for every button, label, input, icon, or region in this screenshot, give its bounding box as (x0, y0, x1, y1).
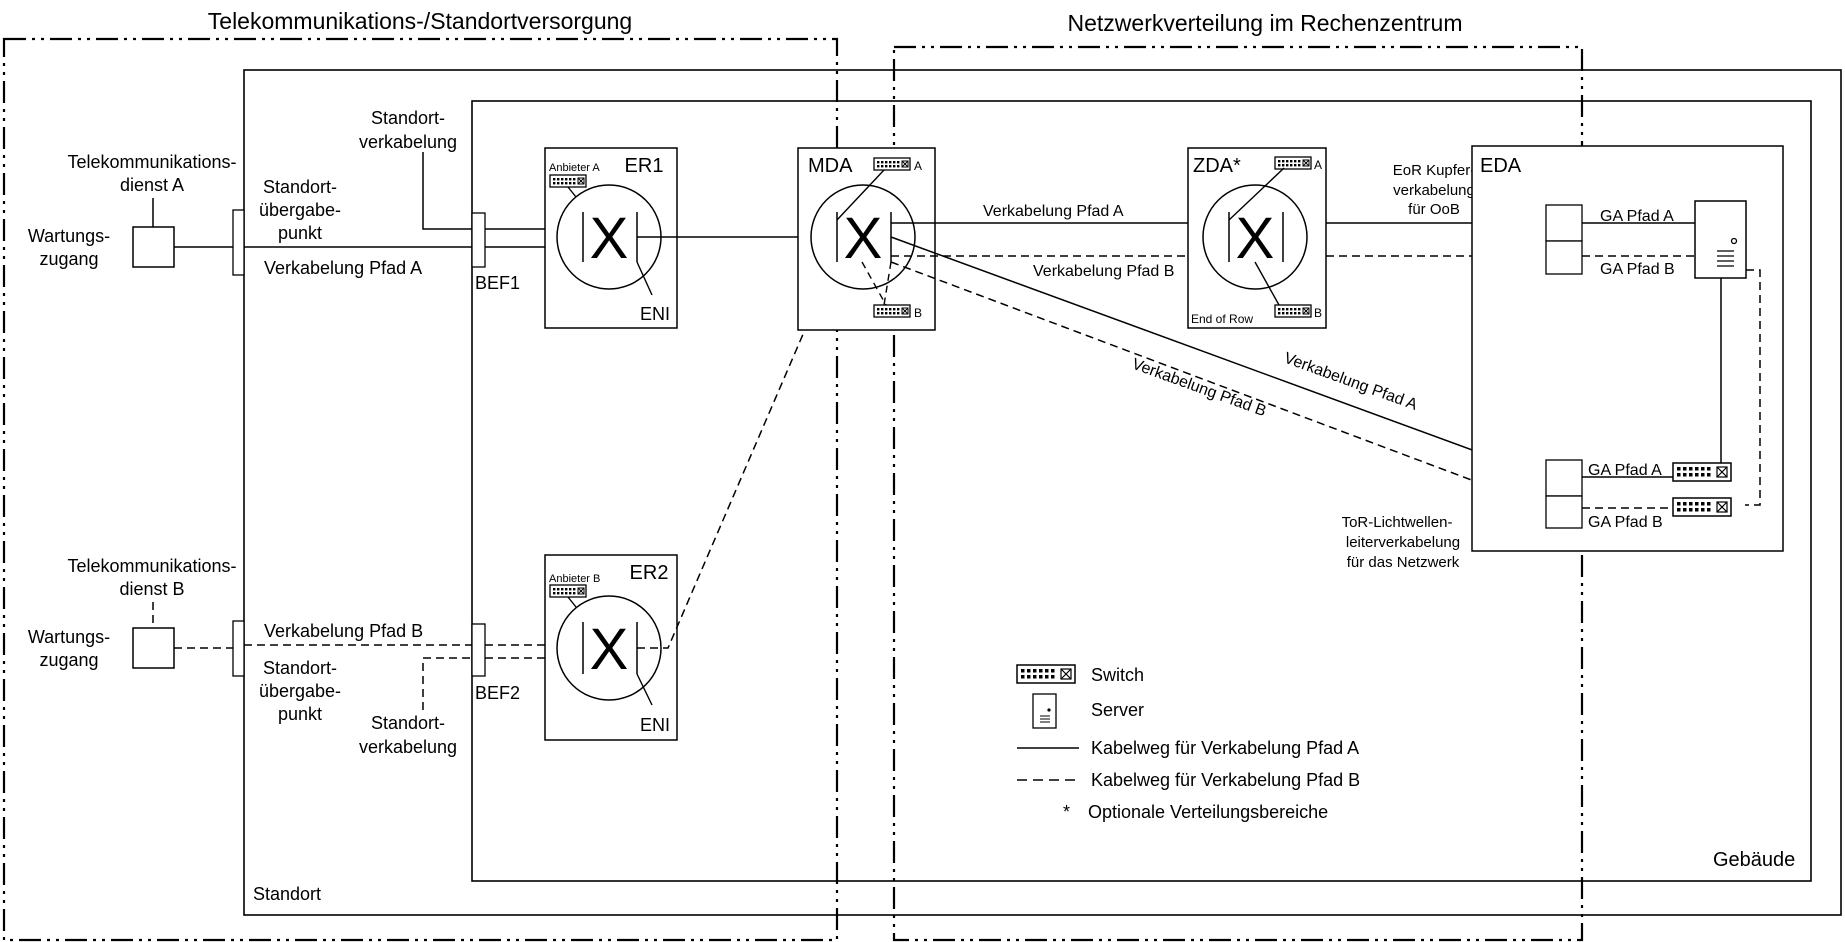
er1-box: ER1 Anbieter A X ENI (544, 147, 678, 329)
telco-b-label-2: dienst B (119, 579, 184, 599)
zda-switch-b-icon (1274, 304, 1312, 318)
standort-label: Standort (253, 884, 321, 904)
zda-box: ZDA* A B End of Row X (1187, 147, 1327, 329)
uebergabe-b-label-3: punkt (278, 704, 322, 724)
pfad-a-left-label: Verkabelung Pfad A (264, 258, 422, 278)
mda-switch-b-label: B (914, 306, 922, 320)
mda-box: MDA A B X (797, 147, 936, 331)
er1-title: ER1 (625, 155, 664, 177)
uebergabe-a-label-3: punkt (278, 223, 322, 243)
mda-crossconnect: X (844, 206, 883, 271)
tor-label-2: leiterverkabelung (1346, 534, 1460, 551)
uebergabe-a-label-1: Standort- (263, 177, 337, 197)
eda-title: EDA (1480, 155, 1522, 177)
er1-eni-label: ENI (640, 304, 670, 324)
standortverkabelung-a-label-1: Standort- (371, 108, 445, 128)
wartung-b-label-1: Wartungs- (28, 627, 110, 647)
eda-ga-b-bottom: GA Pfad B (1588, 514, 1663, 531)
er1-crossconnect: X (590, 206, 629, 271)
zda-footer: End of Row (1191, 312, 1253, 326)
uebergabe-a-connector (232, 209, 245, 276)
er1-switch-icon (549, 174, 587, 188)
pfad-a-top-label: Verkabelung Pfad A (983, 203, 1124, 220)
legend-server-icon (1032, 693, 1057, 729)
telco-a-label-2: dienst A (120, 175, 184, 195)
standortverkabelung-b-label-1: Standort- (371, 713, 445, 733)
mda-switch-a-label: A (914, 159, 922, 173)
wartung-a-label-1: Wartungs- (28, 226, 110, 246)
mda-switch-b-icon (873, 304, 911, 318)
eda-patch-bottom-b (1545, 495, 1583, 529)
bef2-connector (471, 623, 486, 677)
bef2-label: BEF2 (475, 683, 520, 703)
eda-server-icon (1694, 200, 1747, 279)
eor-label-3: für OoB (1408, 201, 1460, 218)
zone-telecom-frame (2, 37, 839, 942)
eda-tor-switch-a-icon (1672, 462, 1732, 482)
pfad-b-left-label: Verkabelung Pfad B (264, 621, 423, 641)
legend-dashed-label: Kabelweg für Verkabelung Pfad B (1091, 770, 1360, 790)
eor-label-1: EoR Kupfer- (1393, 162, 1476, 179)
eda-patch-top-b (1545, 240, 1583, 275)
zda-title: ZDA* (1193, 155, 1241, 177)
wartung-b-label-2: zugang (39, 650, 98, 670)
pfad-a-diag-label: Verkabelung Pfad A (1282, 350, 1420, 414)
bef1-connector (471, 212, 486, 268)
gebaeude-label: Gebäude (1713, 849, 1795, 871)
er2-crossconnect: X (590, 617, 629, 682)
standort-frame (243, 69, 1842, 916)
gebaeude-frame (471, 100, 1812, 882)
zda-switch-a-icon (1274, 156, 1312, 170)
legend-optional-marker: * (1063, 802, 1070, 822)
uebergabe-a-label-2: übergabe- (259, 200, 341, 220)
legend-optional-label: Optionale Verteilungsbereiche (1088, 802, 1328, 822)
eda-ga-b-top: GA Pfad B (1600, 261, 1675, 278)
service-box-a (132, 226, 175, 268)
wartung-a-label-2: zugang (39, 249, 98, 269)
tor-label-3: für das Netzwerk (1347, 554, 1460, 571)
er2-provider: Anbieter B (549, 573, 600, 585)
legend-solid-label: Kabelweg für Verkabelung Pfad A (1091, 738, 1359, 758)
telco-b-label-1: Telekommunikations- (67, 556, 236, 576)
mda-title: MDA (808, 155, 853, 177)
bef1-label: BEF1 (475, 273, 520, 293)
eda-patch-top-a (1545, 204, 1583, 242)
header-datacenter: Netzwerkverteilung im Rechenzentrum (1068, 10, 1463, 36)
uebergabe-b-connector (232, 620, 245, 677)
uebergabe-b-label-2: übergabe- (259, 681, 341, 701)
eor-label-2: verkabelung (1393, 182, 1475, 199)
er1-provider: Anbieter A (549, 162, 600, 174)
mda-switch-a-icon (873, 157, 911, 171)
pfad-b-top-label: Verkabelung Pfad B (1033, 263, 1174, 280)
eda-tor-switch-b-icon (1672, 497, 1732, 517)
zda-switch-a-label: A (1314, 158, 1322, 172)
pfad-b-diag-label: Verkabelung Pfad B (1130, 356, 1269, 420)
standortverkabelung-b-label-2: verkabelung (359, 737, 457, 757)
eda-ga-a-bottom: GA Pfad A (1588, 462, 1662, 479)
uebergabe-b-label-1: Standort- (263, 658, 337, 678)
eda-box: EDA GA Pfad A GA Pfad B GA Pfad A GA Pfa… (1471, 145, 1784, 552)
service-box-b (132, 627, 175, 669)
eda-ga-a-top: GA Pfad A (1600, 208, 1674, 225)
tor-label-1: ToR-Lichtwellen- (1342, 514, 1453, 531)
legend-switch-icon (1016, 664, 1076, 684)
eda-patch-bottom-a (1545, 459, 1583, 497)
telco-a-label-1: Telekommunikations- (67, 152, 236, 172)
legend-server-label: Server (1091, 700, 1144, 720)
er2-switch-icon (549, 584, 587, 598)
zda-crossconnect: X (1236, 206, 1275, 271)
er2-eni-label: ENI (640, 715, 670, 735)
legend-switch-label: Switch (1091, 665, 1144, 685)
standortverkabelung-a-label-2: verkabelung (359, 132, 457, 152)
zda-switch-b-label: B (1314, 306, 1322, 320)
legend: Switch Server Kabelweg für Verkabelung P… (1016, 664, 1360, 822)
header-telecom: Telekommunikations-/Standortversorgung (208, 8, 632, 34)
er2-title: ER2 (630, 562, 669, 584)
